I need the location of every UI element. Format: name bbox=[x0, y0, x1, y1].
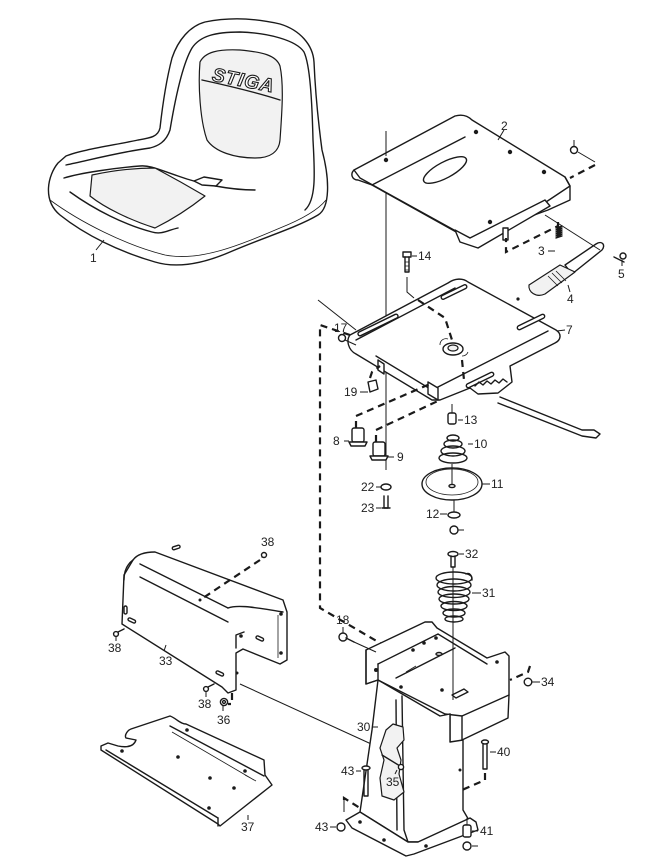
part-adjustment-handle: 4 bbox=[528, 241, 605, 306]
part-bolt-18: 18 bbox=[336, 613, 377, 653]
seat-switch-recess bbox=[193, 176, 223, 187]
part-label-18: 18 bbox=[336, 613, 350, 627]
part-rubber-cover-11: 11 bbox=[421, 464, 504, 501]
part-washer-22: 22 bbox=[361, 480, 392, 494]
part-bolt-40: 40 bbox=[461, 739, 511, 792]
part-bolt-32: 32 bbox=[447, 547, 479, 700]
part-washer-12: 12 bbox=[426, 500, 464, 535]
part-label-9: 9 bbox=[397, 450, 404, 464]
part-switch-9: 9 bbox=[369, 399, 441, 464]
part-switch-8: 8 bbox=[333, 382, 431, 448]
part-label-5: 5 bbox=[618, 267, 625, 281]
part-label-41: 41 bbox=[480, 824, 494, 838]
seat-pad bbox=[89, 167, 206, 229]
part-nut-43-right bbox=[462, 841, 478, 851]
part-label-17: 17 bbox=[334, 321, 348, 335]
part-clip-19: 19 bbox=[344, 365, 381, 399]
part-conical-spring-10: 10 bbox=[438, 434, 488, 464]
part-label-11: 11 bbox=[491, 477, 504, 491]
part-screw-5: 5 bbox=[544, 214, 627, 281]
part-label-36: 36 bbox=[217, 713, 231, 727]
part-label-10: 10 bbox=[474, 437, 488, 451]
part-label-8: 8 bbox=[333, 434, 340, 448]
part-nut-43-left: 43 bbox=[315, 796, 361, 834]
part-label-40: 40 bbox=[497, 745, 511, 759]
part-bolt-42: 43 bbox=[341, 764, 371, 797]
part-label-35: 35 bbox=[386, 775, 400, 789]
part-seat-mounting-plate: 2 bbox=[351, 114, 571, 470]
part-label-43-left: 43 bbox=[315, 820, 329, 834]
part-label-13: 13 bbox=[464, 413, 478, 427]
part-label-42: 43 bbox=[341, 764, 355, 778]
part-label-14: 14 bbox=[418, 249, 432, 263]
part-conical-spring-31: 31 bbox=[435, 571, 496, 623]
part-label-30: 30 bbox=[357, 720, 371, 734]
part-cover-34: 33 bbox=[121, 544, 381, 749]
part-label-38-bottom: 38 bbox=[198, 697, 212, 711]
part-screw-35: 35 bbox=[381, 754, 405, 789]
assembly-path-left bbox=[318, 323, 393, 651]
part-bracket-37: 37 bbox=[100, 715, 273, 834]
part-label-31: 31 bbox=[482, 586, 496, 600]
seat-logo-panel bbox=[198, 49, 283, 159]
part-washer-17: 17 bbox=[334, 321, 357, 346]
part-label-12: 12 bbox=[426, 507, 440, 521]
part-seat: STIGA 1 bbox=[47, 18, 329, 266]
part-screw-38-bottom: 38 bbox=[198, 683, 215, 711]
part-label-33: 34 bbox=[541, 675, 555, 689]
part-seat-rail-bracket: 7 bbox=[347, 278, 601, 439]
part-label-34: 33 bbox=[159, 654, 173, 668]
part-label-4: 4 bbox=[567, 292, 574, 306]
part-label-1: 1 bbox=[90, 251, 97, 265]
part-label-22: 22 bbox=[361, 480, 375, 494]
part-spring: 3 bbox=[504, 222, 563, 258]
part-seat-console-30: 30 bbox=[345, 621, 510, 857]
part-bushing-13: 13 bbox=[447, 404, 478, 427]
part-label-32: 32 bbox=[465, 547, 479, 561]
part-nut-36: 36 bbox=[217, 693, 234, 727]
part-label-7: 7 bbox=[566, 323, 573, 337]
part-label-3: 3 bbox=[538, 244, 545, 258]
part-nut-33: 34 bbox=[509, 665, 555, 689]
part-label-23: 23 bbox=[361, 501, 375, 515]
part-bolt-14: 14 bbox=[402, 249, 432, 299]
part-label-37: 37 bbox=[241, 820, 255, 834]
part-screw-38-left: 38 bbox=[108, 628, 125, 655]
part-label-38-left: 38 bbox=[108, 641, 122, 655]
part-label-19: 19 bbox=[344, 385, 358, 399]
part-label-2: 2 bbox=[501, 119, 508, 133]
part-screw-23: 23 bbox=[361, 495, 391, 515]
part-label-38-top: 38 bbox=[261, 535, 275, 549]
part-nut-top-right bbox=[569, 140, 596, 179]
part-spacer-41: 41 bbox=[462, 818, 494, 838]
part-screw-38-top: 38 bbox=[199, 535, 275, 601]
